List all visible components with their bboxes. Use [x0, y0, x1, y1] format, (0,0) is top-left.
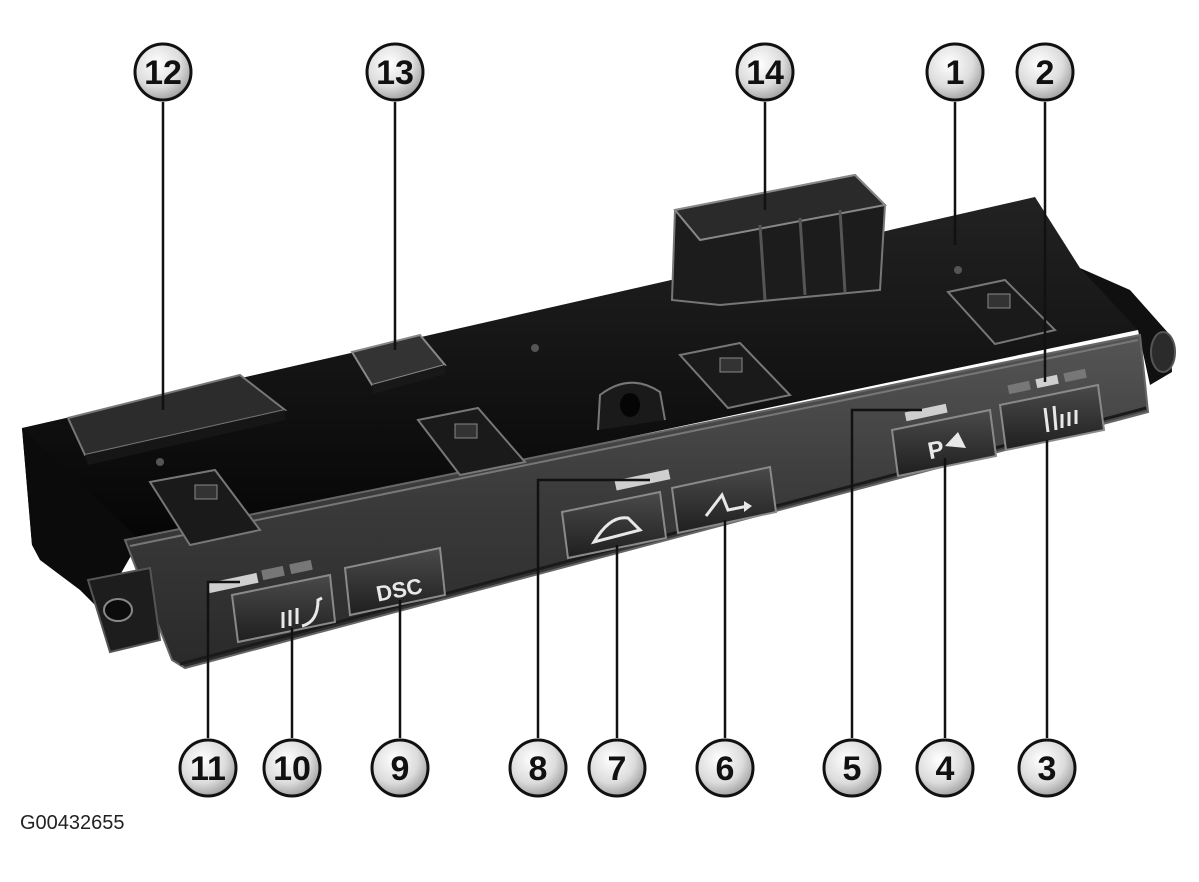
park-distance-button[interactable]: P [890, 408, 998, 478]
callout-circle [178, 738, 238, 798]
left-mount-lug [86, 566, 162, 654]
retaining-clips [148, 278, 1057, 547]
module-left-end [22, 428, 140, 610]
callout-9: 9 [370, 738, 430, 798]
callout-circle [695, 738, 755, 798]
callout-14: 14 [735, 42, 795, 102]
seat-heater-icon [281, 596, 323, 628]
callout-circle [925, 42, 985, 102]
surface-dot [156, 458, 164, 466]
callout-2: 2 [1015, 42, 1075, 102]
callout-circle [1017, 738, 1077, 798]
callout-11: 11 [178, 738, 238, 798]
component-14-connector [670, 173, 888, 307]
callout-3: 3 [1017, 738, 1077, 798]
callout-label: 1 [946, 54, 965, 92]
leader-lines [161, 102, 1049, 738]
callout-label: 11 [190, 750, 226, 788]
callout-circle [365, 42, 425, 102]
callout-8: 8 [508, 738, 568, 798]
callout-circle [587, 738, 647, 798]
seat-heater-icon [1043, 405, 1078, 433]
component-13-block [350, 333, 447, 394]
callout-1: 1 [925, 42, 985, 102]
callout-circle [133, 42, 193, 102]
led-indicators [207, 368, 1087, 594]
callout-label: 9 [391, 750, 410, 788]
callout-label: 5 [843, 750, 862, 788]
tilt-button[interactable] [670, 465, 778, 535]
callout-circle [735, 42, 795, 102]
callout-circle [262, 738, 322, 798]
callout-4: 4 [915, 738, 975, 798]
callout-label: 6 [716, 750, 735, 788]
callout-label: 12 [144, 54, 182, 92]
callout-label: 10 [273, 750, 311, 788]
callout-label: 8 [529, 750, 548, 788]
right-mount-lug [1150, 331, 1176, 373]
callout-label: 14 [746, 54, 784, 92]
callout-label: 13 [376, 54, 414, 92]
hill-descent-button[interactable] [560, 490, 668, 560]
callout-label: 7 [608, 750, 627, 788]
hill-descent-icon [590, 516, 643, 545]
callout-7: 7 [587, 738, 647, 798]
callout-label: 2 [1036, 54, 1055, 92]
surface-dot [954, 266, 962, 274]
callout-circle [822, 738, 882, 798]
callout-circle [370, 738, 430, 798]
callout-label: 4 [936, 750, 955, 788]
seat-heater-right-button[interactable] [998, 383, 1106, 452]
tilt-arrow-icon [744, 501, 752, 512]
tilt-icon [704, 491, 749, 517]
callout-12: 12 [133, 42, 193, 102]
center-latch [597, 381, 666, 431]
module-right-end [1080, 268, 1172, 385]
component-12-block [66, 373, 288, 465]
surface-dot [531, 344, 539, 352]
callout-6: 6 [695, 738, 755, 798]
figure-id: G00432655 [20, 812, 125, 834]
callout-10: 10 [262, 738, 322, 798]
callout-circle [508, 738, 568, 798]
callout-label: 3 [1038, 750, 1057, 788]
callout-circle [1015, 42, 1075, 102]
seat-heater-left-button[interactable] [230, 573, 337, 644]
park-label: P [926, 436, 947, 466]
park-distance-icon [945, 432, 966, 448]
callout-5: 5 [822, 738, 882, 798]
callout-13: 13 [365, 42, 425, 102]
callout-circle [915, 738, 975, 798]
